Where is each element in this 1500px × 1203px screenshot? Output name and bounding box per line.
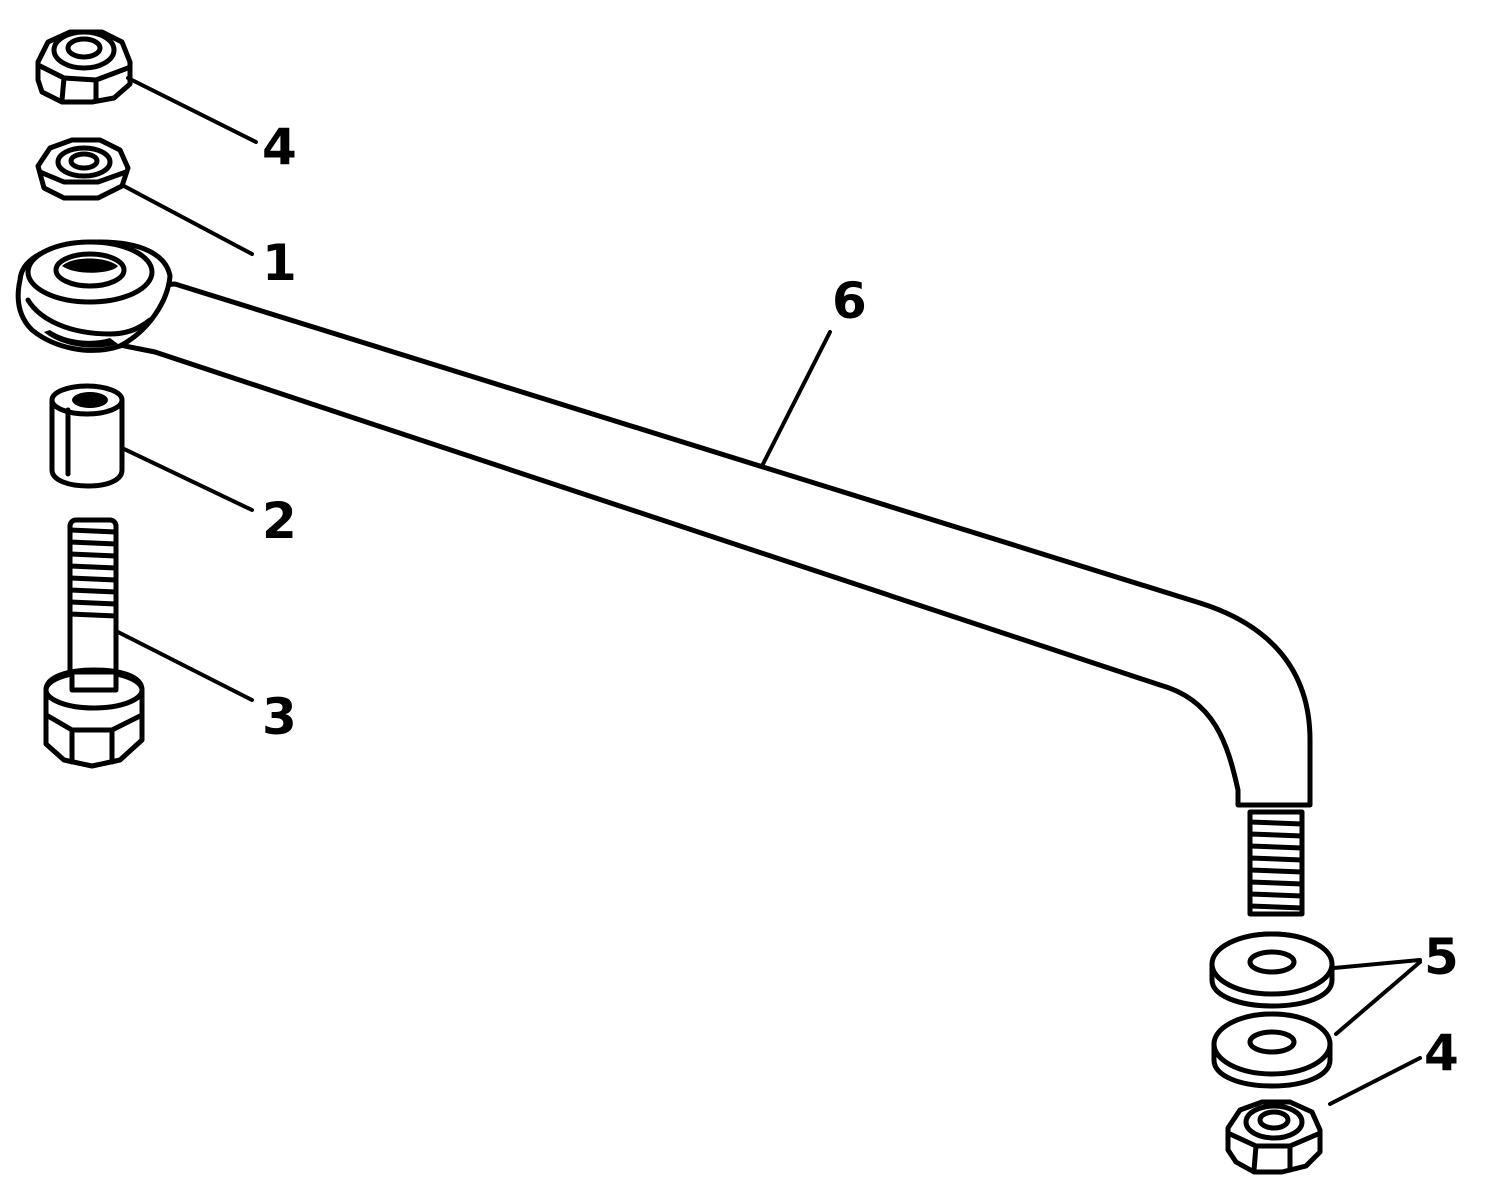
flange-bolt [43, 517, 145, 769]
leader-nut-bottom [1328, 1056, 1422, 1106]
spacer [49, 383, 125, 489]
callout-hex-nut: 1 [262, 234, 297, 292]
leader-bolt [116, 630, 254, 702]
leader-lines [116, 76, 1422, 1106]
steering-link-rod [15, 239, 1313, 917]
callout-nut-bottom: 4 [1424, 1024, 1459, 1082]
callout-link-rod: 6 [832, 272, 867, 330]
elastic-stop-nut-bottom [1225, 1099, 1323, 1175]
leader-washer-lower [1334, 960, 1422, 1036]
callout-nut-top: 4 [262, 118, 297, 176]
leader-link-rod [760, 330, 832, 468]
leader-washer-upper [1332, 958, 1422, 970]
elastic-stop-nut-top [35, 29, 133, 105]
callout-bolt: 3 [262, 688, 297, 746]
leader-spacer [120, 446, 254, 512]
flat-washer-lower [1211, 1011, 1333, 1089]
leader-hex-nut [122, 184, 254, 256]
callout-washers: 5 [1424, 928, 1459, 986]
flat-washer-upper [1209, 931, 1335, 1009]
callout-spacer: 2 [262, 492, 297, 550]
leader-nut-top [126, 76, 258, 144]
hex-nut [35, 137, 131, 201]
